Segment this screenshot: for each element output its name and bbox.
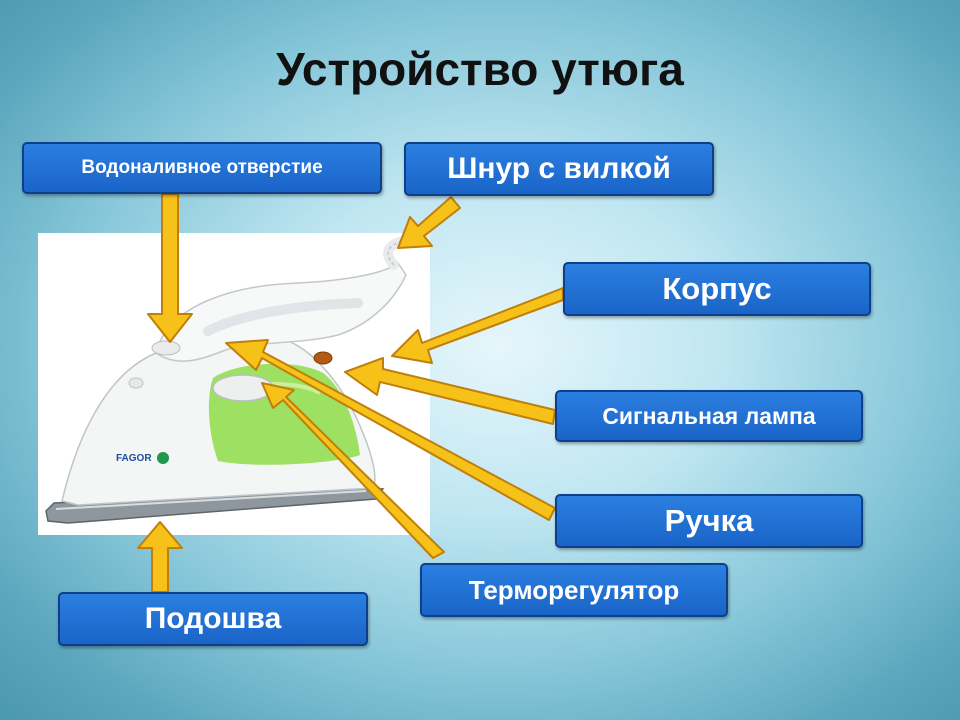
- iron-water-inlet: [151, 340, 181, 356]
- label-thermostat: Терморегулятор: [420, 563, 728, 617]
- label-signal-lamp: Сигнальная лампа: [555, 390, 863, 442]
- iron-thermostat-dial: [212, 374, 274, 402]
- iron-photo: FAGOR: [38, 233, 430, 535]
- iron-signal-lamp: [313, 351, 333, 365]
- iron-illustration: FAGOR: [45, 233, 430, 524]
- page-title: Устройство утюга: [276, 43, 684, 95]
- label-handle: Ручка: [555, 494, 863, 548]
- iron-cord: [383, 233, 430, 270]
- label-body: Корпус: [563, 262, 871, 316]
- label-water-inlet: Водоналивное отверстие: [22, 142, 382, 194]
- label-cord: Шнур с вилкой: [404, 142, 714, 196]
- label-soleplate: Подошва: [58, 592, 368, 646]
- iron-brand-text: FAGOR: [116, 453, 152, 464]
